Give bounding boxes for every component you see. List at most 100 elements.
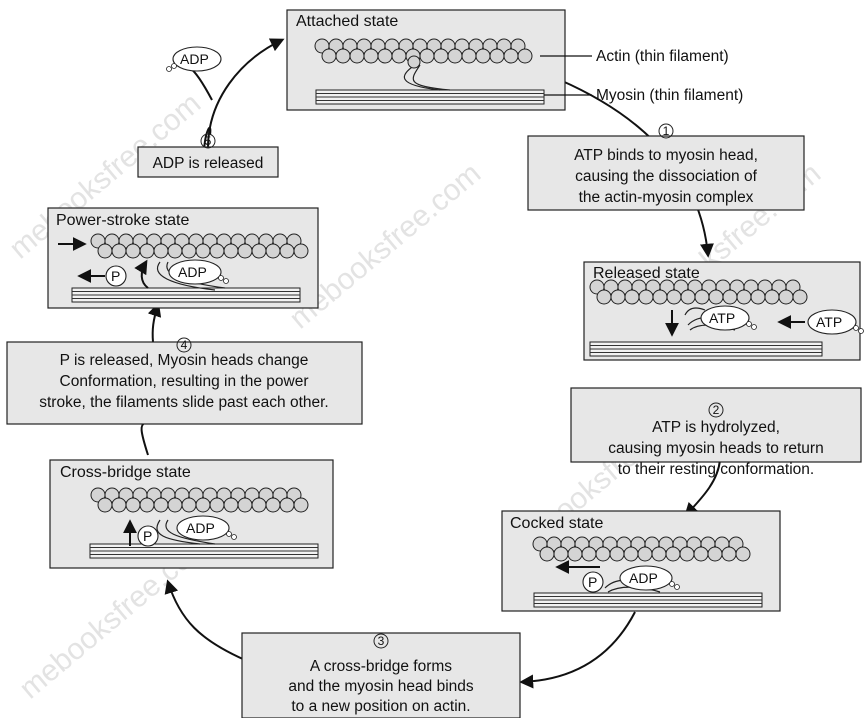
actin-bead [721, 546, 737, 562]
actin-bead [680, 289, 696, 305]
actin-bead [391, 48, 407, 64]
actin-bead [693, 546, 709, 562]
actin-bead [475, 48, 491, 64]
actin-bead [111, 243, 127, 259]
actin-bead [153, 243, 169, 259]
step-5-box [137, 146, 279, 178]
actin-bead [111, 497, 127, 513]
step-text-line: causing myosin heads to return [608, 440, 823, 457]
actin-bead [433, 48, 449, 64]
actin-bead [237, 497, 253, 513]
actin-bead [97, 497, 113, 513]
cycle-arrow-3 [519, 611, 636, 689]
actin-bead [489, 48, 505, 64]
step-text-line: causing the dissociation of [575, 168, 758, 185]
actin-bead [349, 48, 365, 64]
actin-filament [90, 487, 309, 513]
released-state-title: Released state [593, 265, 700, 282]
cross-bridge-state-title: Cross-bridge state [60, 464, 191, 481]
power-stroke-state-panel: Power-stroke state P ADP [47, 207, 319, 309]
step-4-box [6, 341, 363, 425]
actin-bead [237, 243, 253, 259]
actin-bead [610, 289, 626, 305]
actin-bead [181, 497, 197, 513]
cycle-arrow-4 [140, 422, 149, 456]
actin-bead [624, 289, 640, 305]
actin-bead [539, 546, 555, 562]
phosphate-label: P [111, 268, 120, 284]
actin-bead [447, 48, 463, 64]
actin-filament [532, 536, 751, 562]
step-number: 2 [713, 403, 720, 417]
actin-bead [596, 289, 612, 305]
cycle-arrow-3b [164, 579, 246, 661]
actin-bead [792, 289, 808, 305]
step-text-line: stroke, the filaments slide past each ot… [39, 394, 329, 411]
step-3-box [241, 632, 521, 718]
step-number-circle [176, 337, 192, 353]
step-number: 1 [663, 124, 670, 138]
adp-label: ADP [178, 264, 207, 280]
atp-label: ATP [816, 314, 842, 330]
actin-bead [377, 48, 393, 64]
actin-bead [665, 546, 681, 562]
step-4: 4P is released, Myosin heads changeConfo… [39, 337, 329, 411]
actin-bead [251, 243, 267, 259]
step-text-line: to their resting conformation. [618, 461, 814, 478]
cocked-state-title: Cocked state [510, 515, 603, 532]
actin-filament [589, 279, 808, 305]
actin-bead [503, 48, 519, 64]
released-state-panel: Released state ATP ATP [583, 261, 864, 361]
actin-bead [567, 546, 583, 562]
adp-label: ADP [186, 520, 215, 536]
actin-bead [722, 289, 738, 305]
step-text-line: P is released, Myosin heads change [60, 352, 309, 369]
actin-bead [293, 243, 309, 259]
step-1-box [527, 135, 805, 211]
adp-label: ADP [629, 570, 658, 586]
actin-bead [335, 48, 351, 64]
actin-bead [461, 48, 477, 64]
myosin-head [407, 55, 421, 69]
cycle-arrow-4b [147, 302, 162, 343]
actin-bead [595, 546, 611, 562]
attached-state-panel: Attached state [286, 9, 592, 111]
actin-bead [553, 546, 569, 562]
step-number: 3 [378, 634, 385, 648]
actin-bead [708, 289, 724, 305]
attached-state-title: Attached state [296, 13, 398, 30]
step-text-line: ATP is hydrolyzed, [652, 419, 780, 436]
actin-bead [279, 243, 295, 259]
step-text-line: and the myosin head binds [288, 678, 474, 695]
actin-bead [638, 289, 654, 305]
step-text-line: ATP binds to myosin head, [574, 147, 758, 164]
actin-bead [279, 497, 295, 513]
actin-bead [581, 546, 597, 562]
actin-bead [707, 546, 723, 562]
cross-bridge-state-panel: Cross-bridge state P ADP [49, 459, 334, 569]
actin-bead [251, 497, 267, 513]
actin-bead [623, 546, 639, 562]
step-number-circle [200, 133, 216, 149]
actin-bead [97, 243, 113, 259]
actin-bead [609, 546, 625, 562]
actin-label: Actin (thin filament) [596, 48, 729, 65]
actin-bead [666, 289, 682, 305]
step-number: 4 [181, 338, 188, 352]
actin-bead [209, 497, 225, 513]
actin-bead [363, 48, 379, 64]
actin-filament [314, 38, 533, 64]
actin-bead [651, 546, 667, 562]
step-number-circle [658, 123, 674, 139]
actin-bead [265, 243, 281, 259]
actin-bead [694, 289, 710, 305]
actin-bead [265, 497, 281, 513]
actin-bead [764, 289, 780, 305]
actin-bead [223, 497, 239, 513]
myosin-neck [412, 64, 451, 91]
phosphate-label: P [143, 528, 152, 544]
actin-bead [195, 243, 211, 259]
